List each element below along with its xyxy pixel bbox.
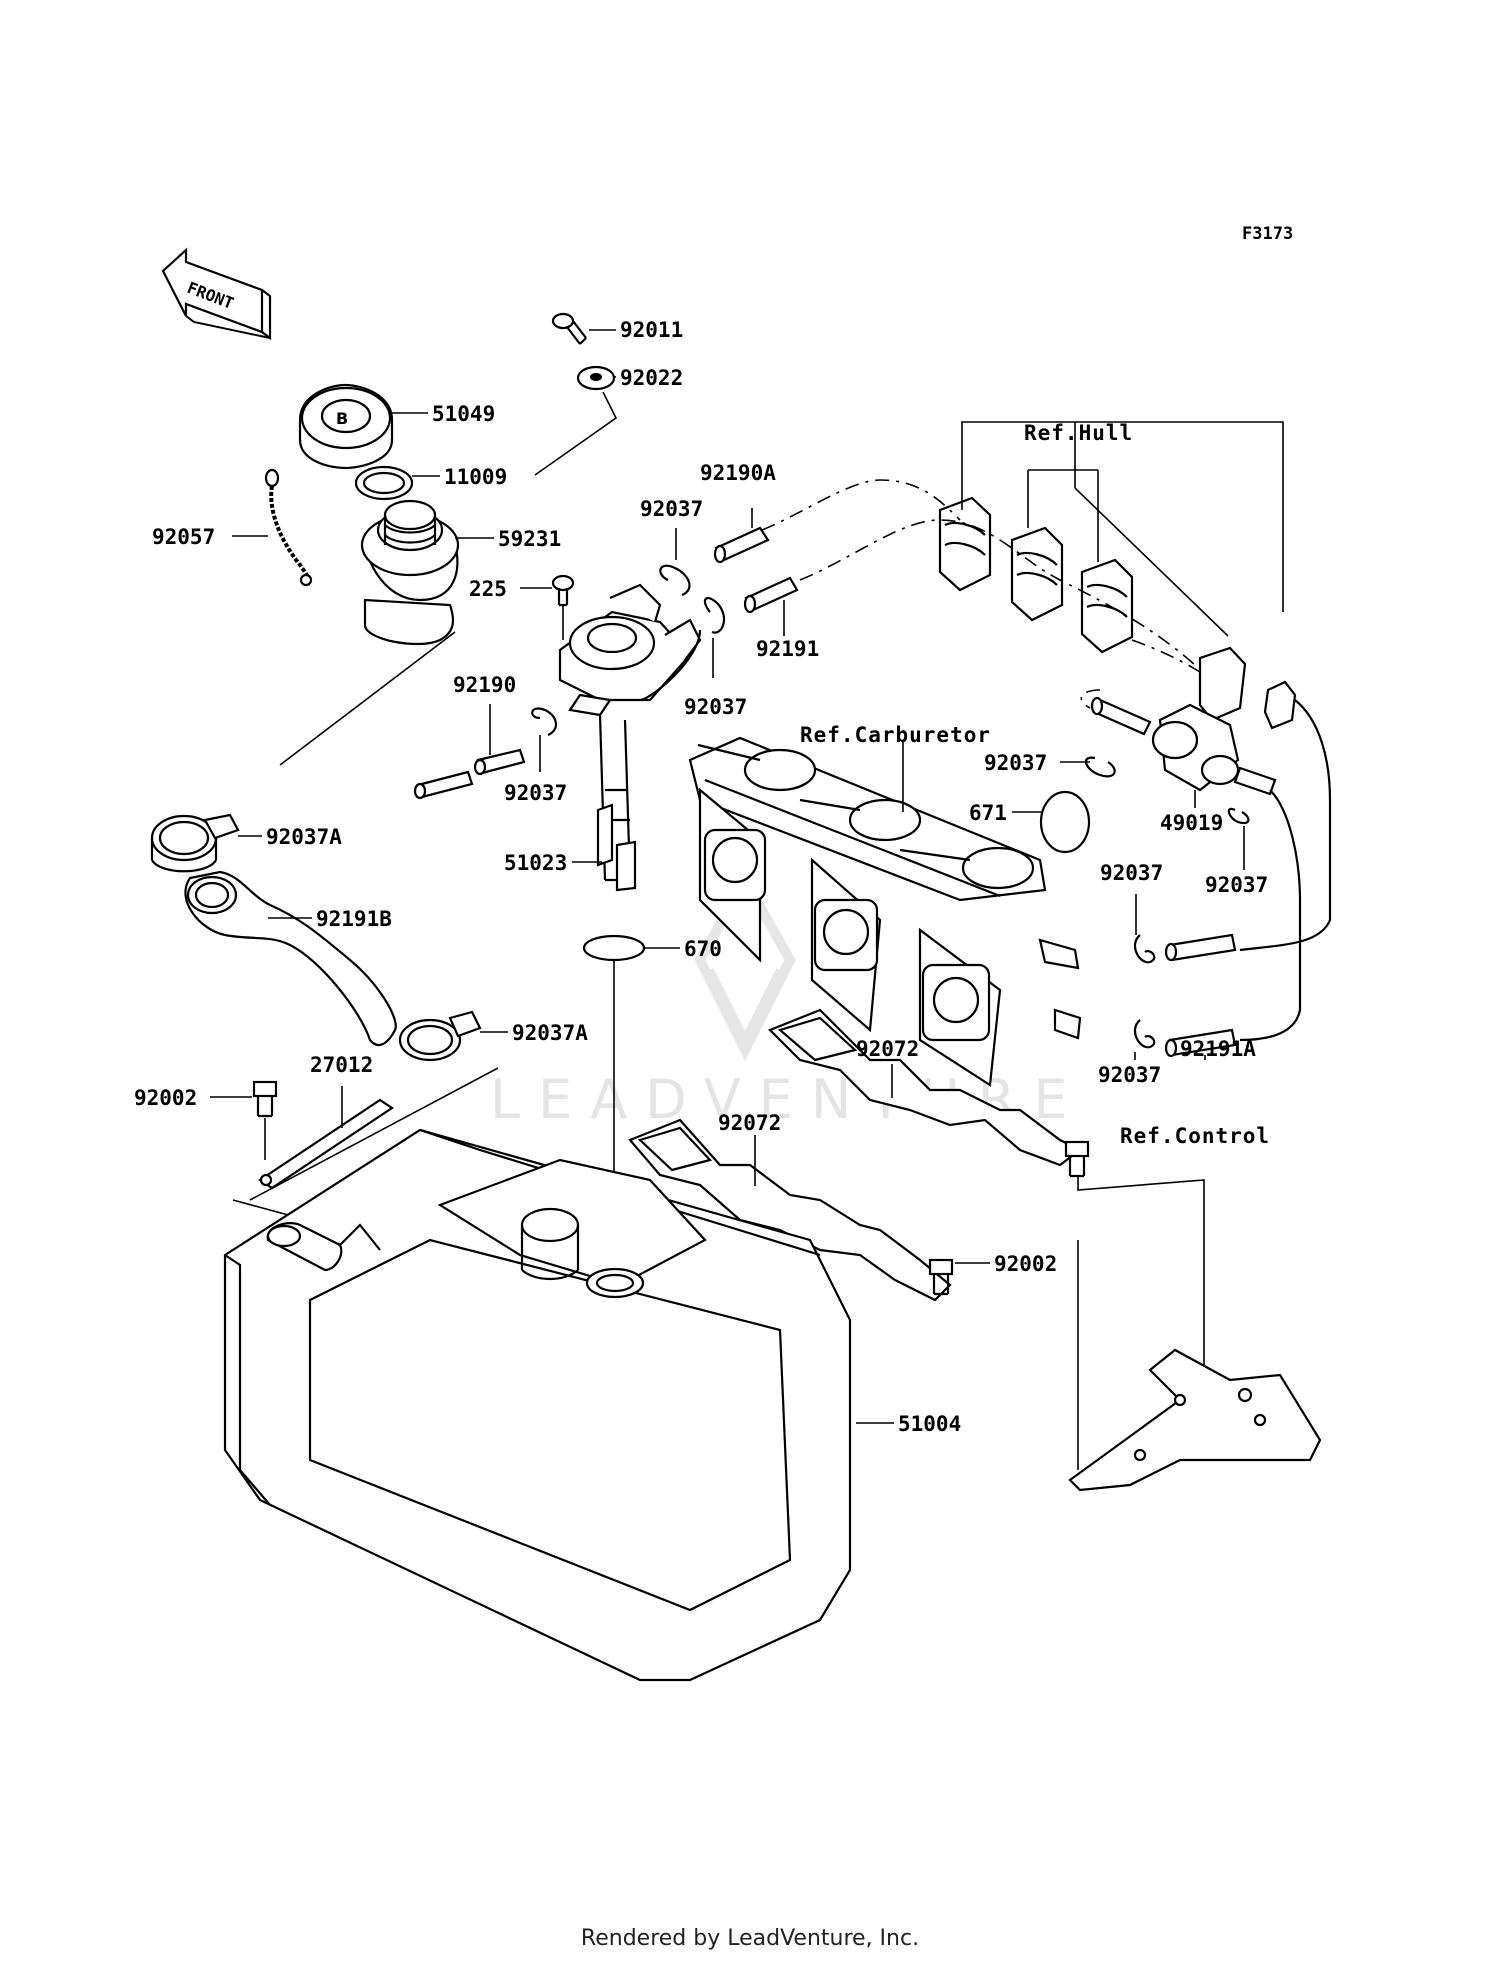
svg-text:B: B bbox=[336, 409, 348, 428]
ref-carburetor: Ref.Carburetor bbox=[800, 723, 991, 747]
hose-upper-right bbox=[1164, 933, 1237, 962]
callout-92002-b: 92002 bbox=[994, 1252, 1057, 1276]
strap-27012 bbox=[258, 1098, 394, 1190]
fuel-filter-49019 bbox=[1151, 703, 1240, 792]
hose-after-filter bbox=[1233, 766, 1277, 796]
hull-clamps bbox=[938, 496, 1297, 730]
callout-92002-a: 92002 bbox=[134, 1086, 197, 1110]
hose-92191A bbox=[1164, 1028, 1237, 1058]
control-bolt bbox=[1064, 1140, 1090, 1178]
clip-92037-b bbox=[703, 597, 726, 634]
callout-92037A-a: 92037A bbox=[266, 825, 342, 849]
washer-92022 bbox=[576, 365, 616, 391]
callout-92022: 92022 bbox=[620, 366, 683, 390]
callout-49019: 49019 bbox=[1160, 811, 1223, 835]
callout-11009: 11009 bbox=[444, 465, 507, 489]
callout-27012: 27012 bbox=[310, 1053, 373, 1077]
callout-92190: 92190 bbox=[453, 673, 516, 697]
callout-92037-b: 92037 bbox=[684, 695, 747, 719]
fuel-valve-51023 bbox=[558, 583, 702, 892]
callout-92190A: 92190A bbox=[700, 461, 776, 485]
clip-92037-g bbox=[1133, 1019, 1156, 1049]
clip-92037-c bbox=[531, 707, 557, 737]
callout-92072-b: 92072 bbox=[718, 1111, 781, 1135]
control-mounting-plate bbox=[1068, 1348, 1322, 1492]
clip-92037-a bbox=[659, 564, 691, 597]
gasket-11009 bbox=[354, 465, 414, 501]
o-ring-671 bbox=[1039, 790, 1091, 854]
callout-92037-d: 92037 bbox=[984, 751, 1047, 775]
fuel-cap-51049: B bbox=[298, 383, 394, 470]
callout-92037-c: 92037 bbox=[504, 781, 567, 805]
fuel-tank-51004 bbox=[223, 1128, 852, 1682]
callout-92072-a: 92072 bbox=[856, 1037, 919, 1061]
front-arrow: FRONT bbox=[161, 247, 272, 341]
filler-neck-59231 bbox=[360, 499, 460, 646]
return-line-b bbox=[1239, 789, 1302, 1042]
carburetor-assembly bbox=[688, 736, 1082, 1087]
clamp-92037A-a bbox=[150, 813, 240, 873]
callout-51049: 51049 bbox=[432, 402, 495, 426]
clip-92037-f bbox=[1133, 934, 1156, 964]
ref-hull: Ref.Hull bbox=[1024, 421, 1133, 445]
fuel-line-dashed-a bbox=[761, 479, 961, 531]
figure-code: F3173 bbox=[1242, 224, 1293, 244]
bolt-92011 bbox=[551, 312, 587, 345]
callout-92037-a: 92037 bbox=[640, 497, 703, 521]
hoses-92190 bbox=[413, 748, 526, 800]
clip-92037-d bbox=[1084, 756, 1116, 778]
callout-51023: 51023 bbox=[504, 851, 567, 875]
callout-92037-g: 92037 bbox=[1098, 1063, 1161, 1087]
callout-92011: 92011 bbox=[620, 318, 683, 342]
clamp-92037A-b bbox=[398, 1010, 482, 1062]
hose-92191B bbox=[184, 870, 397, 1047]
return-line-a bbox=[1239, 699, 1332, 952]
footer-credit: Rendered by LeadVenture, Inc. bbox=[580, 1926, 920, 1951]
o-ring-670 bbox=[582, 934, 646, 962]
callout-92191A: 92191A bbox=[1180, 1037, 1256, 1061]
hose-to-filter bbox=[1090, 696, 1152, 736]
bolt-92002-b bbox=[928, 1258, 954, 1296]
callout-92037A-b: 92037A bbox=[512, 1021, 588, 1045]
callout-92191: 92191 bbox=[756, 637, 819, 661]
screw-225 bbox=[551, 574, 575, 607]
fuel-line-dashed-b bbox=[799, 519, 1196, 666]
callout-92037-e: 92037 bbox=[1205, 873, 1268, 897]
callout-671: 671 bbox=[969, 801, 1007, 825]
callout-59231: 59231 bbox=[498, 527, 561, 551]
callout-225: 225 bbox=[469, 577, 507, 601]
callout-670: 670 bbox=[684, 937, 722, 961]
bolt-92002-a bbox=[252, 1080, 278, 1118]
clip-92037-e bbox=[1227, 807, 1250, 825]
hose-92190A bbox=[713, 526, 770, 564]
ref-control: Ref.Control bbox=[1120, 1124, 1270, 1148]
callout-92191B: 92191B bbox=[316, 907, 392, 931]
callout-51004: 51004 bbox=[898, 1412, 961, 1436]
hose-92191 bbox=[743, 576, 799, 614]
tether-cord-92057 bbox=[264, 468, 313, 587]
callout-92037-f: 92037 bbox=[1100, 861, 1163, 885]
callout-92057: 92057 bbox=[152, 525, 215, 549]
